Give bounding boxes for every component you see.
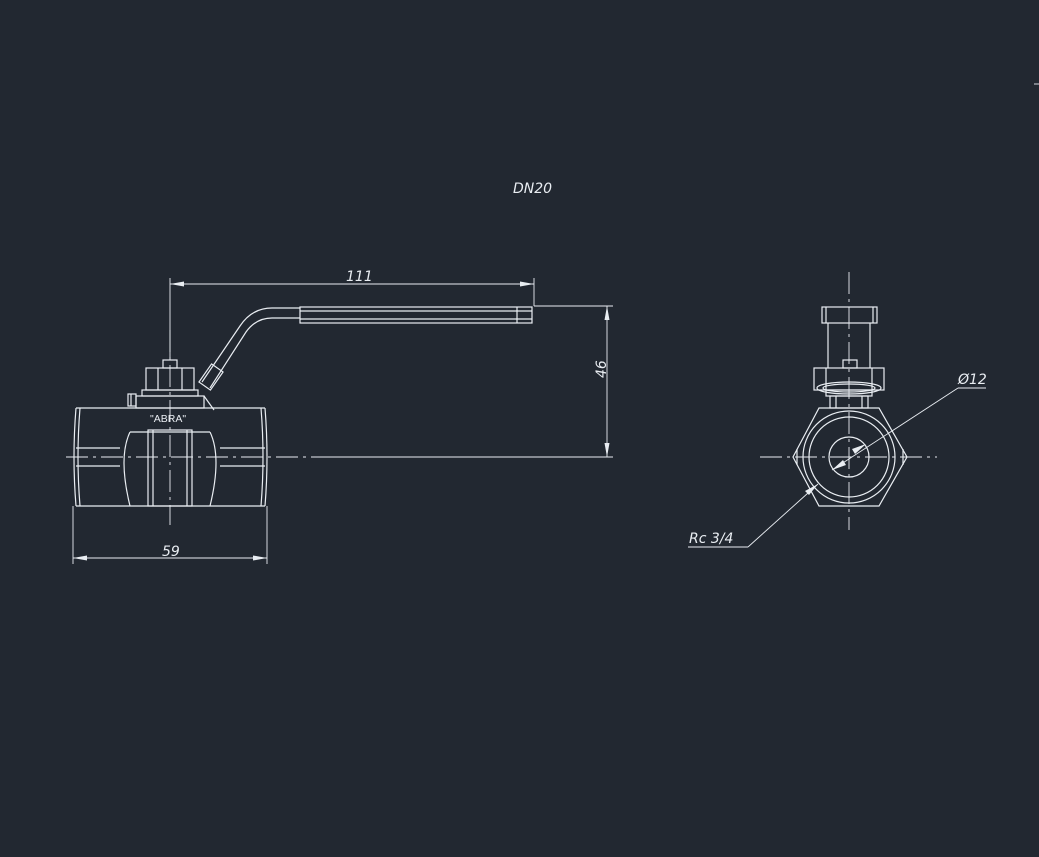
- drawing-title: DN20: [513, 181, 552, 197]
- dim-body-length: 59: [72, 506, 268, 564]
- dim-height-label: 46: [594, 360, 610, 378]
- dim-handle-length-label: 111: [346, 269, 373, 285]
- brand-mark: "ABRA": [150, 413, 186, 425]
- dim-height: 46: [318, 305, 613, 458]
- stem-nut: [127, 359, 205, 409]
- valve-handle: [198, 306, 533, 411]
- dim-body-length-label: 59: [162, 544, 180, 560]
- thread-outer-circle: [802, 410, 896, 504]
- dim-handle-length: 111: [169, 269, 535, 360]
- end-view: Ø12 Rc 3/4: [688, 272, 987, 548]
- valve-body: [73, 407, 268, 507]
- end-stem-nut: [813, 306, 885, 409]
- dim-thread: Rc 3/4: [688, 483, 819, 548]
- dim-thread-label: Rc 3/4: [689, 531, 733, 547]
- bore-circle: [828, 436, 870, 478]
- dim-bore-diameter: Ø12: [831, 372, 987, 471]
- side-view: "ABRA": [66, 269, 613, 564]
- dim-bore-diameter-label: Ø12: [957, 372, 987, 388]
- thread-inner-circle: [808, 416, 890, 498]
- hex-body: [792, 407, 908, 507]
